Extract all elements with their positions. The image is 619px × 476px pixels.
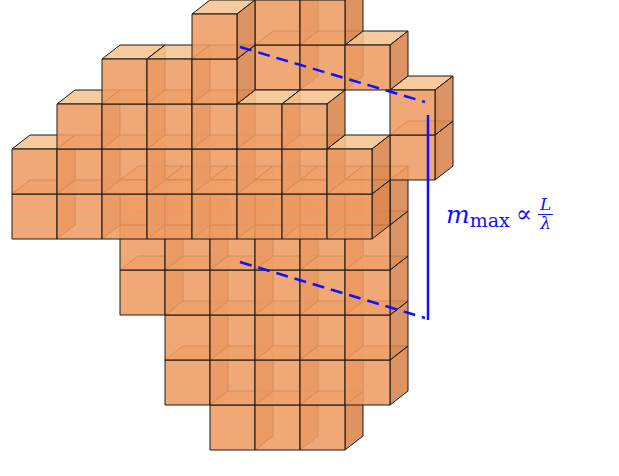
cube-front bbox=[345, 315, 390, 360]
cube-side bbox=[237, 0, 255, 59]
formula-symbol: ∝ bbox=[516, 200, 532, 228]
formula-variable: m bbox=[446, 200, 470, 229]
cube-front bbox=[300, 360, 345, 405]
height-line bbox=[427, 115, 430, 320]
cube-front bbox=[300, 0, 345, 45]
cube-front bbox=[102, 59, 147, 104]
cube-front bbox=[147, 149, 192, 194]
cube-front bbox=[282, 149, 327, 194]
top-dashed-line bbox=[240, 47, 425, 102]
cube-front bbox=[147, 59, 192, 104]
cube-front bbox=[210, 405, 255, 450]
cube-side bbox=[372, 135, 390, 194]
bottom-dashed-line bbox=[240, 262, 425, 318]
cube-front bbox=[165, 315, 210, 360]
cube-front bbox=[57, 194, 102, 239]
cube-side bbox=[435, 76, 453, 135]
cube-front bbox=[210, 315, 255, 360]
cube-front bbox=[210, 270, 255, 315]
cube-front bbox=[300, 315, 345, 360]
cube-front bbox=[237, 194, 282, 239]
cube-front bbox=[282, 104, 327, 149]
cube-front bbox=[192, 59, 237, 104]
cube-front bbox=[57, 149, 102, 194]
formula-label: m max ∝ L λ bbox=[446, 196, 553, 233]
fraction-denominator: λ bbox=[538, 215, 553, 233]
cube-front bbox=[255, 0, 300, 45]
cube-front bbox=[327, 194, 372, 239]
cube-side bbox=[327, 90, 345, 149]
cube-front bbox=[300, 405, 345, 450]
cube-front bbox=[12, 149, 57, 194]
formula-subscript: max bbox=[470, 209, 510, 231]
cube-front bbox=[255, 360, 300, 405]
cube-front bbox=[255, 315, 300, 360]
cube-front bbox=[102, 149, 147, 194]
cube-front bbox=[192, 14, 237, 59]
cube-front bbox=[192, 194, 237, 239]
cube-front bbox=[165, 360, 210, 405]
cube-front bbox=[237, 149, 282, 194]
formula-fraction: L λ bbox=[538, 196, 553, 233]
cube-front bbox=[102, 194, 147, 239]
cube-front bbox=[345, 360, 390, 405]
cube-front bbox=[147, 104, 192, 149]
cube-side bbox=[345, 0, 363, 45]
cube-front bbox=[282, 194, 327, 239]
cube-stack bbox=[12, 0, 453, 450]
cube-front bbox=[210, 360, 255, 405]
cube-front bbox=[327, 149, 372, 194]
cube-front bbox=[345, 270, 390, 315]
cube-front bbox=[237, 104, 282, 149]
cube-front bbox=[147, 194, 192, 239]
cube-front bbox=[165, 270, 210, 315]
cube-front bbox=[255, 270, 300, 315]
cube-front bbox=[120, 270, 165, 315]
cube-front bbox=[102, 104, 147, 149]
cube-front bbox=[192, 104, 237, 149]
cube-front bbox=[12, 194, 57, 239]
cube-front bbox=[300, 45, 345, 90]
cube-front bbox=[192, 149, 237, 194]
height-marker bbox=[240, 47, 428, 320]
fraction-numerator: L bbox=[538, 196, 553, 215]
cube-front bbox=[255, 45, 300, 90]
cube-front bbox=[255, 405, 300, 450]
cube-front bbox=[57, 104, 102, 149]
cube-side bbox=[390, 31, 408, 90]
cube-front bbox=[345, 45, 390, 90]
